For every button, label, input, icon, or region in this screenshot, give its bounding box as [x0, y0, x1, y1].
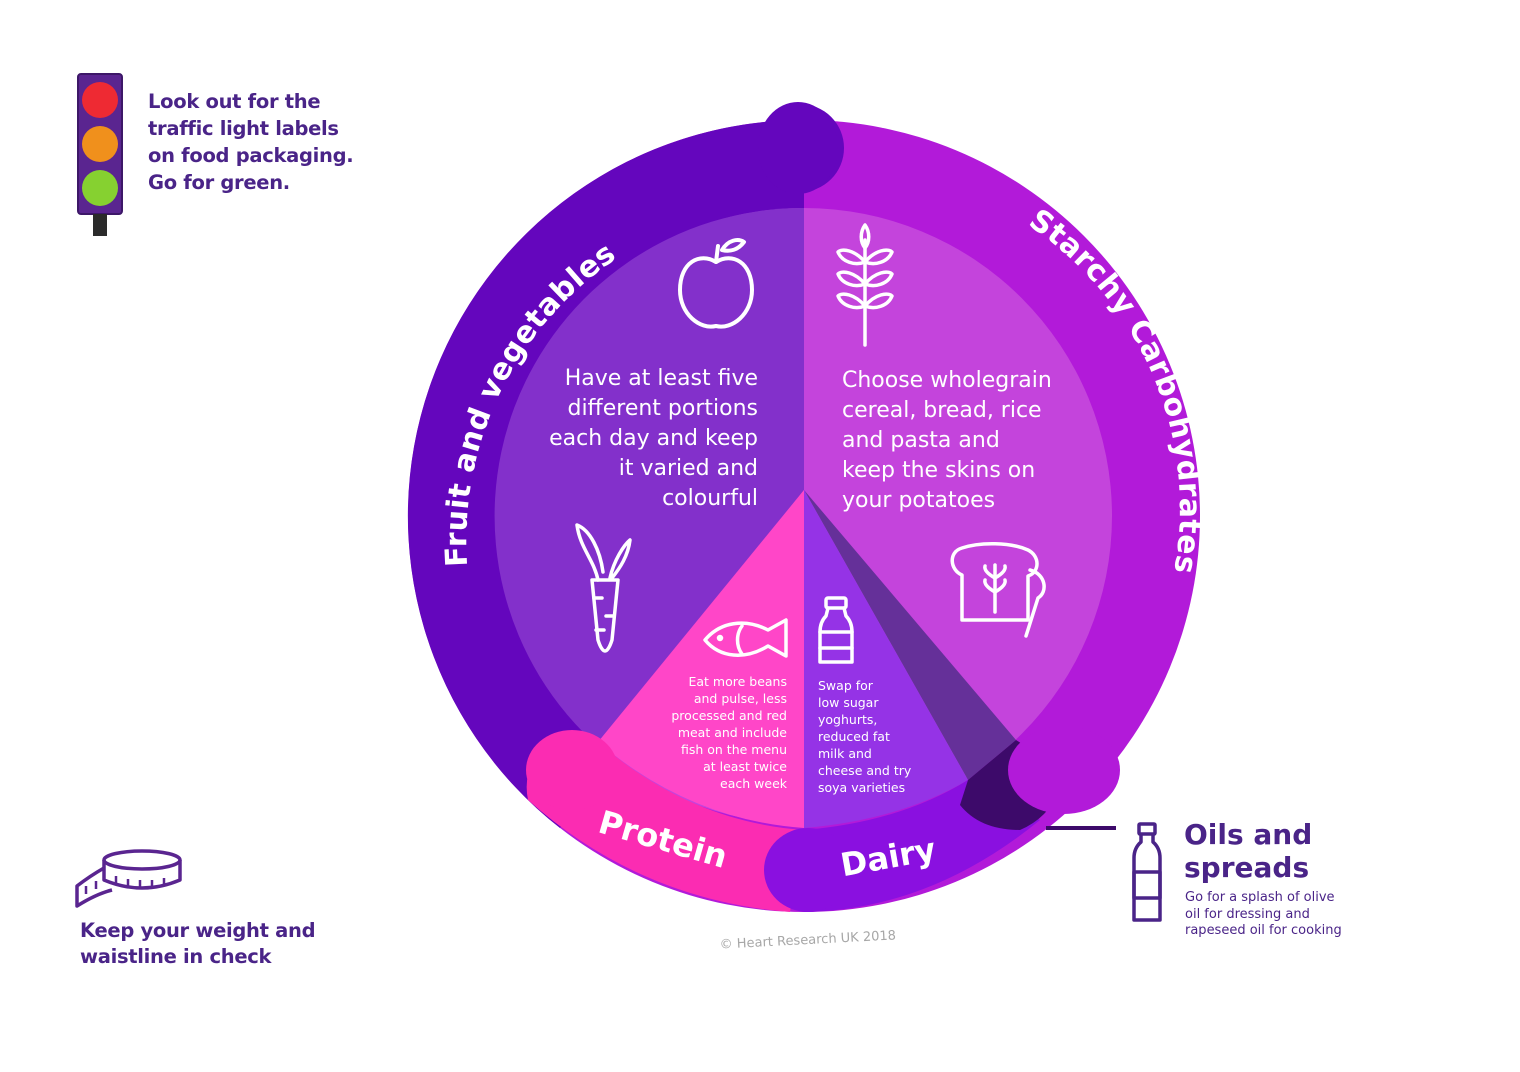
svg-text:each week: each week [720, 776, 788, 791]
weight-advice: Keep your weight and waistline in check [80, 919, 316, 968]
amber-light-icon [82, 126, 118, 162]
red-light-icon [82, 82, 118, 118]
milk-bottle-icon [818, 596, 854, 664]
svg-text:fish on the menu: fish on the menu [681, 742, 787, 757]
protein-section [598, 490, 804, 828]
svg-text:at least twice: at least twice [703, 759, 787, 774]
protein-advice: Eat more beans and pulse, less processed… [671, 674, 787, 791]
svg-text:different portions: different portions [567, 396, 758, 421]
svg-text:reduced fat: reduced fat [818, 729, 890, 744]
svg-text:cheese and try: cheese and try [818, 763, 912, 778]
fruit-section [494, 207, 804, 749]
starchy-advice: Choose wholegrain cereal, bread, rice an… [842, 368, 1052, 513]
svg-text:Have at least five: Have at least five [565, 366, 758, 391]
svg-text:soya varieties: soya varieties [818, 780, 905, 795]
svg-text:and pasta and: and pasta and [842, 428, 1000, 453]
bread-icon [950, 541, 1046, 638]
oils-section [804, 490, 1016, 780]
svg-text:keep the skins on: keep the skins on [842, 458, 1035, 483]
svg-text:yoghurts,: yoghurts, [818, 712, 877, 727]
svg-text:colourful: colourful [662, 486, 758, 511]
svg-text:meat and include: meat and include [678, 725, 787, 740]
svg-text:Swap for: Swap for [818, 678, 874, 693]
svg-text:Choose wholegrain: Choose wholegrain [842, 368, 1052, 393]
fish-icon [703, 618, 788, 658]
oil-bottle-icon [1132, 822, 1162, 922]
wheat-icon [836, 223, 894, 347]
tape-measure-icon [75, 849, 182, 908]
oils-title: Oils and spreads [1184, 818, 1313, 884]
svg-text:Eat more beans: Eat more beans [688, 674, 787, 689]
dairy-section [804, 490, 968, 828]
traffic-light-icon [77, 73, 123, 236]
svg-text:low sugar: low sugar [818, 695, 879, 710]
traffic-light-advice: Look out for the traffic light labels on… [148, 90, 354, 194]
copyright-text: © Heart Research UK 2018 [719, 928, 896, 952]
svg-text:processed and red: processed and red [671, 708, 787, 723]
svg-text:your potatoes: your potatoes [842, 488, 995, 513]
carrot-icon [575, 523, 632, 653]
svg-text:cereal, bread, rice: cereal, bread, rice [842, 398, 1042, 423]
svg-text:milk and: milk and [818, 746, 872, 761]
dairy-advice: Swap for low sugar yoghurts, reduced fat… [818, 678, 912, 795]
svg-text:and pulse, less: and pulse, less [694, 691, 787, 706]
svg-text:it varied and: it varied and [619, 456, 758, 481]
oils-advice: Go for a splash of olive oil for dressin… [1185, 890, 1342, 938]
svg-text:each day and keep: each day and keep [549, 426, 758, 451]
apple-icon [678, 238, 754, 329]
fruit-advice: Have at least five different portions ea… [549, 366, 758, 511]
green-light-icon [82, 170, 118, 206]
